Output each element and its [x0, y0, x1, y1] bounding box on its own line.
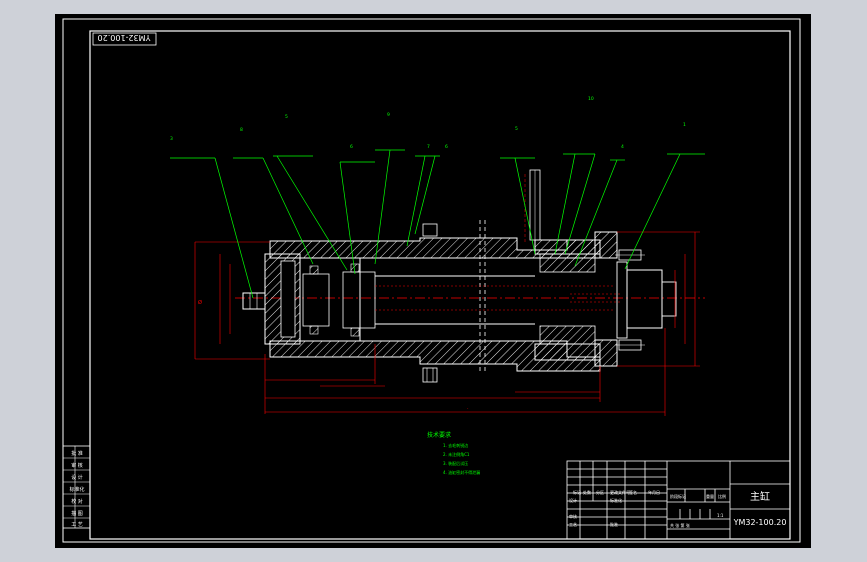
tb-scale-value: 1:1	[717, 513, 724, 518]
balloon-9: 9	[387, 112, 390, 118]
tb-weight: 重量	[706, 493, 714, 499]
dimension-lines: Ø · ·	[194, 231, 700, 416]
title-block-text: 标记 处数 分区 更改文件号 签名 年月日 设计 标准化 审核 工艺 批准 阶段…	[569, 489, 786, 528]
balloon-1: 1	[683, 122, 686, 128]
tb-process: 工艺	[569, 522, 577, 527]
tb-stage: 阶段标记	[670, 493, 686, 499]
outer-border	[62, 18, 801, 543]
strip-label-7: 工 艺	[71, 522, 83, 528]
note-line-1: 1. 去毛刺锐边	[443, 442, 468, 448]
svg-text:·: ·	[435, 283, 437, 289]
tb-review: 审核	[569, 513, 577, 519]
drawing-title: 主缸	[750, 490, 770, 503]
svg-text:·: ·	[467, 406, 469, 412]
balloon-7: 7	[427, 144, 430, 150]
tb-sign: 签名	[629, 489, 637, 495]
balloon-6: 6	[350, 144, 353, 150]
note-line-3: 3. 装配后试压	[443, 460, 468, 466]
tb-design: 设计	[569, 497, 577, 503]
strip-label-5: 校 对	[71, 498, 83, 505]
svg-text:Ø: Ø	[198, 299, 202, 306]
stamp-text: YM32-100.20	[98, 33, 152, 42]
balloon-4: 4	[621, 144, 624, 150]
tb-sheet: 共 张 第 张	[670, 522, 690, 528]
left-revision-strip: 批 准 审 核 设 计 标准化 校 对 描 图 工 艺	[62, 445, 91, 529]
drawing-code: YM32-100.20	[733, 518, 787, 527]
balloon-5b: 5	[515, 126, 518, 132]
tb-doc: 更改文件号	[610, 489, 630, 495]
balloon-10: 10	[588, 96, 594, 102]
tb-standard: 标准化	[610, 497, 622, 503]
strip-label-2: 审 核	[71, 462, 83, 469]
strip-label-4: 标准化	[69, 486, 84, 493]
note-line-2: 2. 未注倒角C1	[443, 451, 470, 457]
leader-labels: 3 8 5 6 9 7 6 5 10 4 1	[170, 96, 686, 150]
drawing-number-stamp: YM32-100.20	[92, 32, 157, 46]
cad-drawing: YM32-100.20 批 准 审 核 设 计 标准化 校 对 描 图 工 艺	[62, 18, 801, 543]
notes-title: 技术要求	[427, 431, 451, 439]
tb-zone: 分区	[596, 489, 604, 495]
tb-scale: 比例	[718, 493, 726, 499]
title-block	[566, 460, 791, 540]
note-line-4: 4. 油缸密封不得泄漏	[443, 469, 480, 475]
tb-date: 年月日	[648, 489, 660, 495]
balloon-6b: 6	[445, 144, 448, 150]
strip-label-3: 设 计	[71, 474, 83, 481]
technical-notes: 技术要求 1. 去毛刺锐边 2. 未注倒角C1 3. 装配后试压 4. 油缸密封…	[427, 431, 480, 475]
balloon-8: 8	[240, 127, 243, 133]
drawing-viewport[interactable]: YM32-100.20 批 准 审 核 设 计 标准化 校 对 描 图 工 艺	[55, 14, 811, 548]
leader-lines	[170, 149, 705, 299]
strip-label-6: 描 图	[71, 510, 83, 517]
tb-approve: 批准	[610, 521, 618, 527]
strip-label-1: 批 准	[71, 450, 83, 457]
balloon-5: 5	[285, 114, 288, 120]
inner-border	[89, 30, 791, 540]
tb-count: 处数	[583, 489, 591, 495]
tb-mark: 标记	[573, 489, 581, 495]
balloon-3: 3	[170, 136, 173, 142]
